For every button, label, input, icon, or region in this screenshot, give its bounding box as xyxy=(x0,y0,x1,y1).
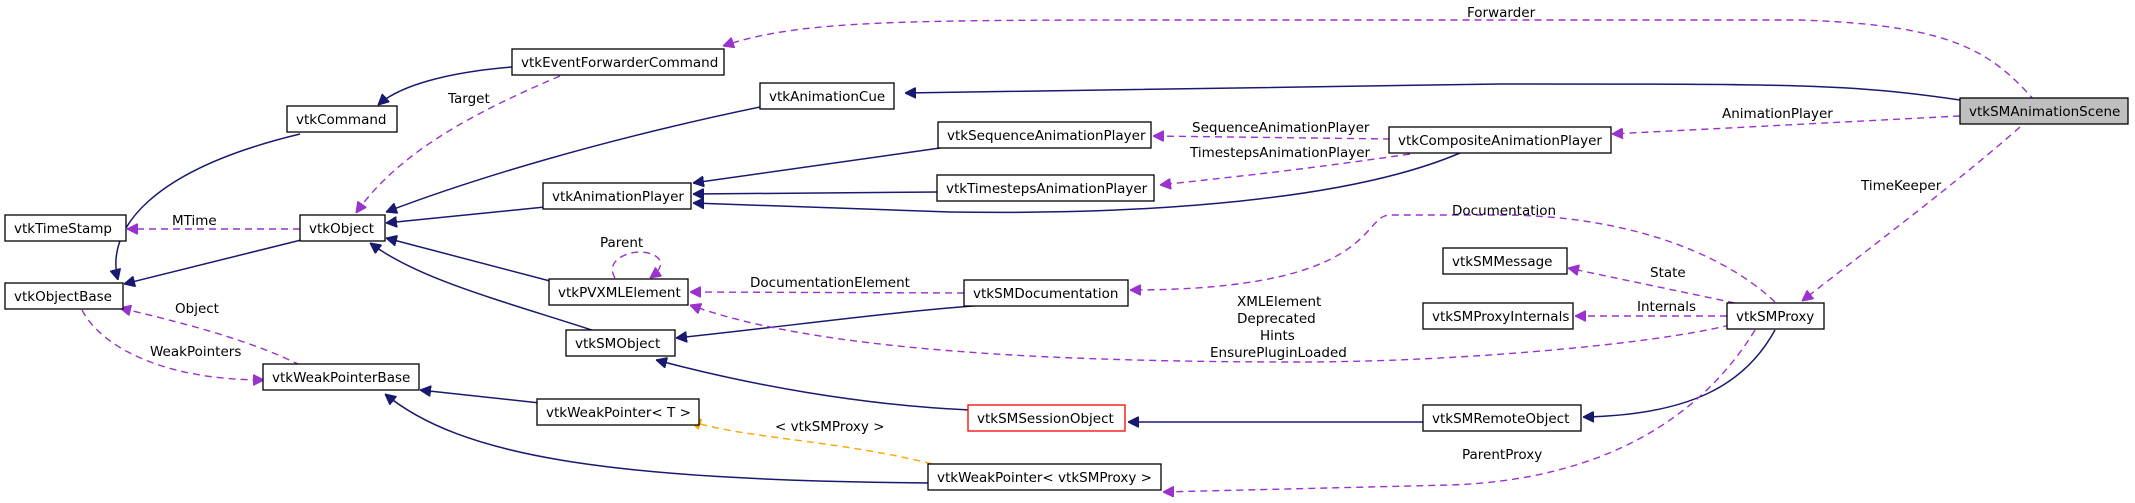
svg-text:vtkWeakPointer< vtkSMProxy >: vtkWeakPointer< vtkSMProxy > xyxy=(937,470,1152,486)
label-state: State xyxy=(1650,265,1686,281)
node-vtkAnimationCue[interactable]: vtkAnimationCue xyxy=(759,82,895,110)
edge-animationcue-to-object xyxy=(386,105,766,212)
node-vtkSMRemoteObject[interactable]: vtkSMRemoteObject xyxy=(1422,404,1582,432)
edge-smobject-to-object xyxy=(370,243,599,333)
label-sequence-animation-player: SequenceAnimationPlayer xyxy=(1192,120,1370,136)
label-ensure-plugin-loaded: EnsurePluginLoaded xyxy=(1210,345,1347,361)
node-vtkSMSessionObject[interactable]: vtkSMSessionObject xyxy=(967,404,1126,432)
edge-smdocumentation-to-smobject xyxy=(676,302,1016,338)
edge-weakpointerT-to-weakpointerbase xyxy=(420,390,541,404)
svg-text:vtkSMObject: vtkSMObject xyxy=(575,336,660,352)
node-vtkPVXMLElement[interactable]: vtkPVXMLElement xyxy=(548,278,689,306)
svg-text:vtkTimeStamp: vtkTimeStamp xyxy=(14,221,112,237)
edge-timesteps-to-animationplayer xyxy=(693,192,941,194)
svg-text:vtkObject: vtkObject xyxy=(309,221,374,237)
svg-text:vtkWeakPointer< T >: vtkWeakPointer< T > xyxy=(546,405,691,421)
edge-labels: Forwarder Target AnimationPlayer Sequenc… xyxy=(150,5,1942,463)
label-object: Object xyxy=(175,301,219,317)
svg-text:vtkSMProxyInternals: vtkSMProxyInternals xyxy=(1432,309,1569,325)
edge-scene-to-animationcue xyxy=(905,83,1961,101)
node-vtkSMProxy[interactable]: vtkSMProxy xyxy=(1726,302,1825,330)
edge-eventforwarder-to-command xyxy=(378,66,513,105)
label-animation-player: AnimationPlayer xyxy=(1722,106,1833,122)
label-parent: Parent xyxy=(600,235,643,251)
node-vtkObjectBase[interactable]: vtkObjectBase xyxy=(4,282,124,310)
label-hints: Hints xyxy=(1260,328,1295,344)
edge-state xyxy=(1568,268,1736,304)
label-weak-pointers: WeakPointers xyxy=(150,344,241,360)
svg-text:vtkWeakPointerBase: vtkWeakPointerBase xyxy=(272,370,410,386)
svg-text:vtkSMSessionObject: vtkSMSessionObject xyxy=(977,411,1114,427)
edge-smproxy-to-remoteobject xyxy=(1583,329,1776,417)
label-timesteps-animation-player: TimestepsAnimationPlayer xyxy=(1189,145,1371,161)
label-documentation-element: DocumentationElement xyxy=(750,275,910,291)
node-vtkTimeStamp[interactable]: vtkTimeStamp xyxy=(4,214,127,242)
edge-sessionobject-to-smobject xyxy=(656,360,971,411)
edge-sequence-animation-player xyxy=(1153,136,1391,139)
label-mtime: MTime xyxy=(172,213,217,229)
svg-text:vtkPVXMLElement: vtkPVXMLElement xyxy=(558,285,681,301)
node-vtkWeakPointerBase[interactable]: vtkWeakPointerBase xyxy=(262,363,420,391)
edge-command-to-objectbase xyxy=(116,133,301,280)
node-vtkSMObject[interactable]: vtkSMObject xyxy=(565,329,676,357)
svg-text:vtkSMProxy: vtkSMProxy xyxy=(1736,309,1814,325)
node-vtkSMAnimationScene[interactable]: vtkSMAnimationScene xyxy=(1959,97,2129,125)
edge-parentproxy xyxy=(1163,329,1756,492)
node-vtkCommand[interactable]: vtkCommand xyxy=(286,105,398,133)
label-parent-proxy: ParentProxy xyxy=(1462,447,1542,463)
edge-object-to-objectbase xyxy=(124,239,302,284)
node-vtkSMDocumentation[interactable]: vtkSMDocumentation xyxy=(963,279,1129,307)
node-vtkCompositeAnimationPlayer[interactable]: vtkCompositeAnimationPlayer xyxy=(1388,126,1612,154)
svg-text:vtkEventForwarderCommand: vtkEventForwarderCommand xyxy=(521,55,718,71)
edge-animationplayer xyxy=(1612,115,1961,134)
edge-template-instance xyxy=(690,421,956,471)
svg-text:vtkAnimationPlayer: vtkAnimationPlayer xyxy=(552,189,684,205)
label-template-arg: < vtkSMProxy > xyxy=(775,419,885,435)
svg-text:vtkAnimationCue: vtkAnimationCue xyxy=(769,89,885,105)
node-vtkSequenceAnimationPlayer[interactable]: vtkSequenceAnimationPlayer xyxy=(937,121,1152,149)
edge-timekeeper xyxy=(1802,126,2021,301)
node-vtkTimestepsAnimationPlayer[interactable]: vtkTimestepsAnimationPlayer xyxy=(936,174,1155,202)
edge-sequence-to-animationplayer xyxy=(693,147,941,183)
edge-weakpointers xyxy=(81,309,264,380)
svg-text:vtkTimestepsAnimationPlayer: vtkTimestepsAnimationPlayer xyxy=(946,181,1148,197)
edge-documentation-element xyxy=(690,292,965,293)
edge-forwarder xyxy=(723,19,2036,102)
label-deprecated: Deprecated xyxy=(1237,311,1316,327)
node-vtkAnimationPlayer[interactable]: vtkAnimationPlayer xyxy=(542,182,692,210)
node-vtkEventForwarderCommand[interactable]: vtkEventForwarderCommand xyxy=(511,48,725,76)
class-nodes: vtkSMAnimationScene vtkEventForwarderCom… xyxy=(4,48,2129,491)
node-vtkObject[interactable]: vtkObject xyxy=(299,214,386,242)
label-forwarder: Forwarder xyxy=(1467,5,1536,21)
label-internals: Internals xyxy=(1637,299,1696,315)
svg-text:vtkSMMessage: vtkSMMessage xyxy=(1452,254,1553,270)
svg-text:vtkObjectBase: vtkObjectBase xyxy=(14,289,112,305)
svg-text:vtkSMAnimationScene: vtkSMAnimationScene xyxy=(1969,104,2120,120)
node-vtkWeakPointerT[interactable]: vtkWeakPointer< T > xyxy=(536,398,700,426)
node-vtkWeakPointerSMProxy[interactable]: vtkWeakPointer< vtkSMProxy > xyxy=(927,463,1162,491)
edge-composite-to-animationplayer xyxy=(693,152,1461,214)
label-time-keeper: TimeKeeper xyxy=(1860,178,1942,194)
svg-text:vtkCommand: vtkCommand xyxy=(296,112,387,128)
edge-parent-self-loop xyxy=(611,251,660,278)
label-target: Target xyxy=(447,91,490,107)
svg-text:vtkSMRemoteObject: vtkSMRemoteObject xyxy=(1432,411,1569,427)
node-vtkSMProxyInternals[interactable]: vtkSMProxyInternals xyxy=(1422,302,1574,330)
edge-animationplayer-to-object xyxy=(386,206,546,223)
edge-documentation xyxy=(1130,214,1776,303)
edge-target xyxy=(356,75,561,213)
label-xml-element: XMLElement xyxy=(1237,294,1321,310)
edge-xmlelement-deprecated-hints xyxy=(690,305,1731,363)
svg-text:vtkSequenceAnimationPlayer: vtkSequenceAnimationPlayer xyxy=(947,128,1146,144)
edge-timesteps-animation-player xyxy=(1160,153,1411,185)
edge-pvxmlelement-to-object xyxy=(386,238,551,282)
node-vtkSMMessage[interactable]: vtkSMMessage xyxy=(1442,247,1568,275)
label-documentation: Documentation xyxy=(1452,203,1556,219)
usage-edges xyxy=(81,19,2036,492)
edge-weakpointersmproxy-to-weakpointerbase xyxy=(385,394,931,484)
svg-text:vtkSMDocumentation: vtkSMDocumentation xyxy=(973,286,1118,302)
svg-text:vtkCompositeAnimationPlayer: vtkCompositeAnimationPlayer xyxy=(1398,133,1602,149)
